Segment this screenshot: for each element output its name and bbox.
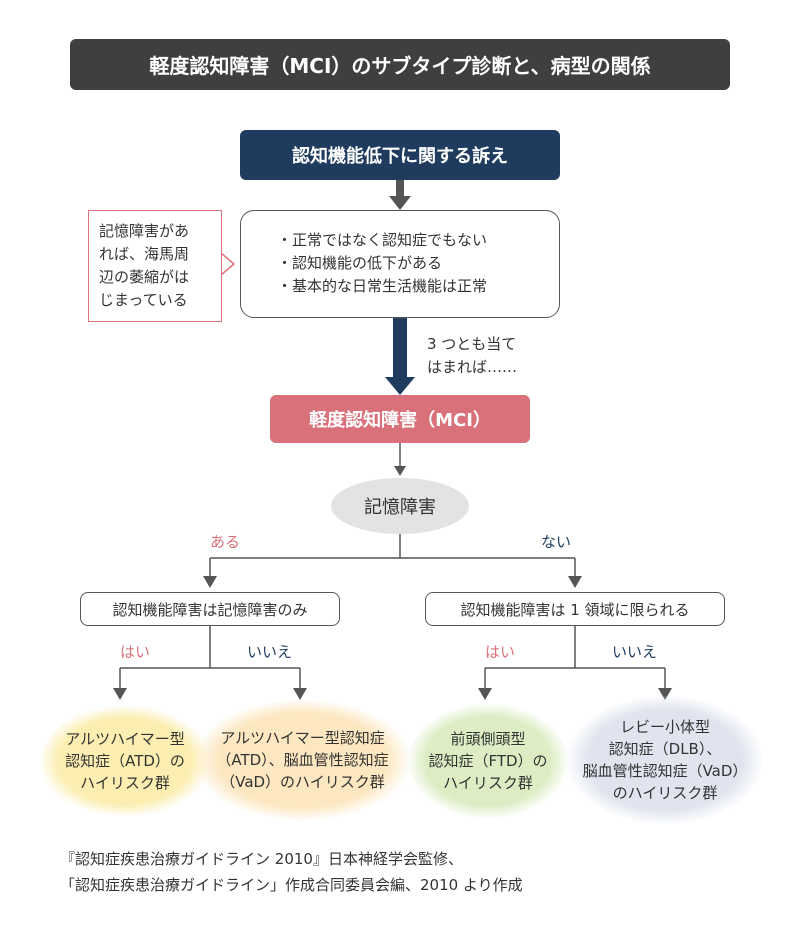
outcome-atd-vad-line-3: （VaD）のハイリスク群 <box>220 773 385 791</box>
arrowhead-left-yes <box>113 688 127 700</box>
left-yes-label: はい <box>120 643 151 661</box>
note-line-1: 記憶障害があ <box>99 222 190 240</box>
arrowhead-memory-right <box>568 576 582 588</box>
outcome-atd-vad-line-2: （ATD）、脳血管性認知症 <box>216 751 389 769</box>
source-line-2: 「認知症疾患治療ガイドライン」作成合同委員会編、2010 より作成 <box>60 876 523 894</box>
outcome-ftd-line-2: 認知症（FTD）の <box>428 752 548 770</box>
outcome-atd-line-2: 認知症（ATD）の <box>65 752 185 770</box>
outcome-atd-line-1: アルツハイマー型 <box>65 730 185 748</box>
right-no-label: いいえ <box>612 643 658 661</box>
outcome-dlb-vad: レビー小体型 認知症（DLB）、 脳血管性認知症（VaD） のハイリスク群 <box>567 696 763 824</box>
outcome-atd-line-3: ハイリスク群 <box>80 774 170 792</box>
source-citation: 『認知症疾患治療ガイドライン 2010』日本神経学会監修、 「認知症疾患治療ガイ… <box>60 846 523 898</box>
criterion-3: ・基本的な日常生活機能は正常 <box>277 277 488 295</box>
criterion-2: ・認知機能の低下がある <box>277 254 443 272</box>
connector-criteria-to-mci <box>393 318 407 378</box>
hippocampus-note: 記憶障害があ れば、海馬周 辺の萎縮がは じまっている <box>88 210 222 322</box>
memory-impairment-node: 記憶障害 <box>331 478 469 534</box>
condition-line-1: 3 つとも当て <box>427 335 517 353</box>
outcome-ftd-line-3: ハイリスク群 <box>443 774 533 792</box>
connector-top-to-criteria <box>396 180 404 198</box>
outcome-atd-vad-line-1: アルツハイマー型認知症 <box>220 729 385 747</box>
condition-line-2: はまれば…… <box>427 358 518 376</box>
arrowhead-criteria-to-mci <box>385 377 415 395</box>
outcome-atd-vad: アルツハイマー型認知症 （ATD）、脳血管性認知症 （VaD）のハイリスク群 <box>195 700 410 820</box>
outcome-ftd-line-1: 前頭側頭型 <box>450 730 526 748</box>
outcome-dlb-vad-line-3: 脳血管性認知症（VaD） <box>582 762 748 780</box>
criterion-1: ・正常ではなく認知症でもない <box>277 231 488 249</box>
left-no-label: いいえ <box>247 643 293 661</box>
memory-no-label: ない <box>541 533 572 551</box>
arrowhead-right-yes <box>478 688 492 700</box>
note-line-4: じまっている <box>99 291 188 309</box>
arrowhead-memory-left <box>203 576 217 588</box>
condition-note: 3 つとも当て はまれば…… <box>427 333 517 379</box>
diagram-title: 軽度認知障害（MCI）のサブタイプ診断と、病型の関係 <box>70 39 730 90</box>
arrowhead-top-to-criteria <box>389 196 411 210</box>
memory-yes-label: ある <box>210 533 241 551</box>
right-yes-label: はい <box>485 643 516 661</box>
outcome-dlb-vad-line-4: のハイリスク群 <box>612 784 718 802</box>
arrowhead-mci-to-memory <box>394 466 406 476</box>
source-line-1: 『認知症疾患治療ガイドライン 2010』日本神経学会監修、 <box>60 850 463 868</box>
arrowhead-left-no <box>293 688 307 700</box>
note-line-2: れば、海馬周 <box>99 245 190 263</box>
left-question-box: 認知機能障害は記憶障害のみ <box>80 592 340 626</box>
outcome-dlb-vad-line-1: レビー小体型 <box>619 718 710 736</box>
note-pointer <box>220 251 236 277</box>
outcome-ftd: 前頭側頭型 認知症（FTD）の ハイリスク群 <box>408 704 568 818</box>
right-question-box: 認知機能障害は 1 領域に限られる <box>425 592 725 626</box>
outcome-dlb-vad-line-2: 認知症（DLB）、 <box>608 740 722 758</box>
note-line-3: 辺の萎縮がは <box>99 268 190 286</box>
complaint-box: 認知機能低下に関する訴え <box>240 130 560 180</box>
outcome-atd: アルツハイマー型 認知症（ATD）の ハイリスク群 <box>40 706 210 816</box>
criteria-box: ・正常ではなく認知症でもない ・認知機能の低下がある ・基本的な日常生活機能は正… <box>240 210 560 318</box>
arrowhead-right-no <box>658 688 672 700</box>
mci-box: 軽度認知障害（MCI） <box>270 395 530 443</box>
